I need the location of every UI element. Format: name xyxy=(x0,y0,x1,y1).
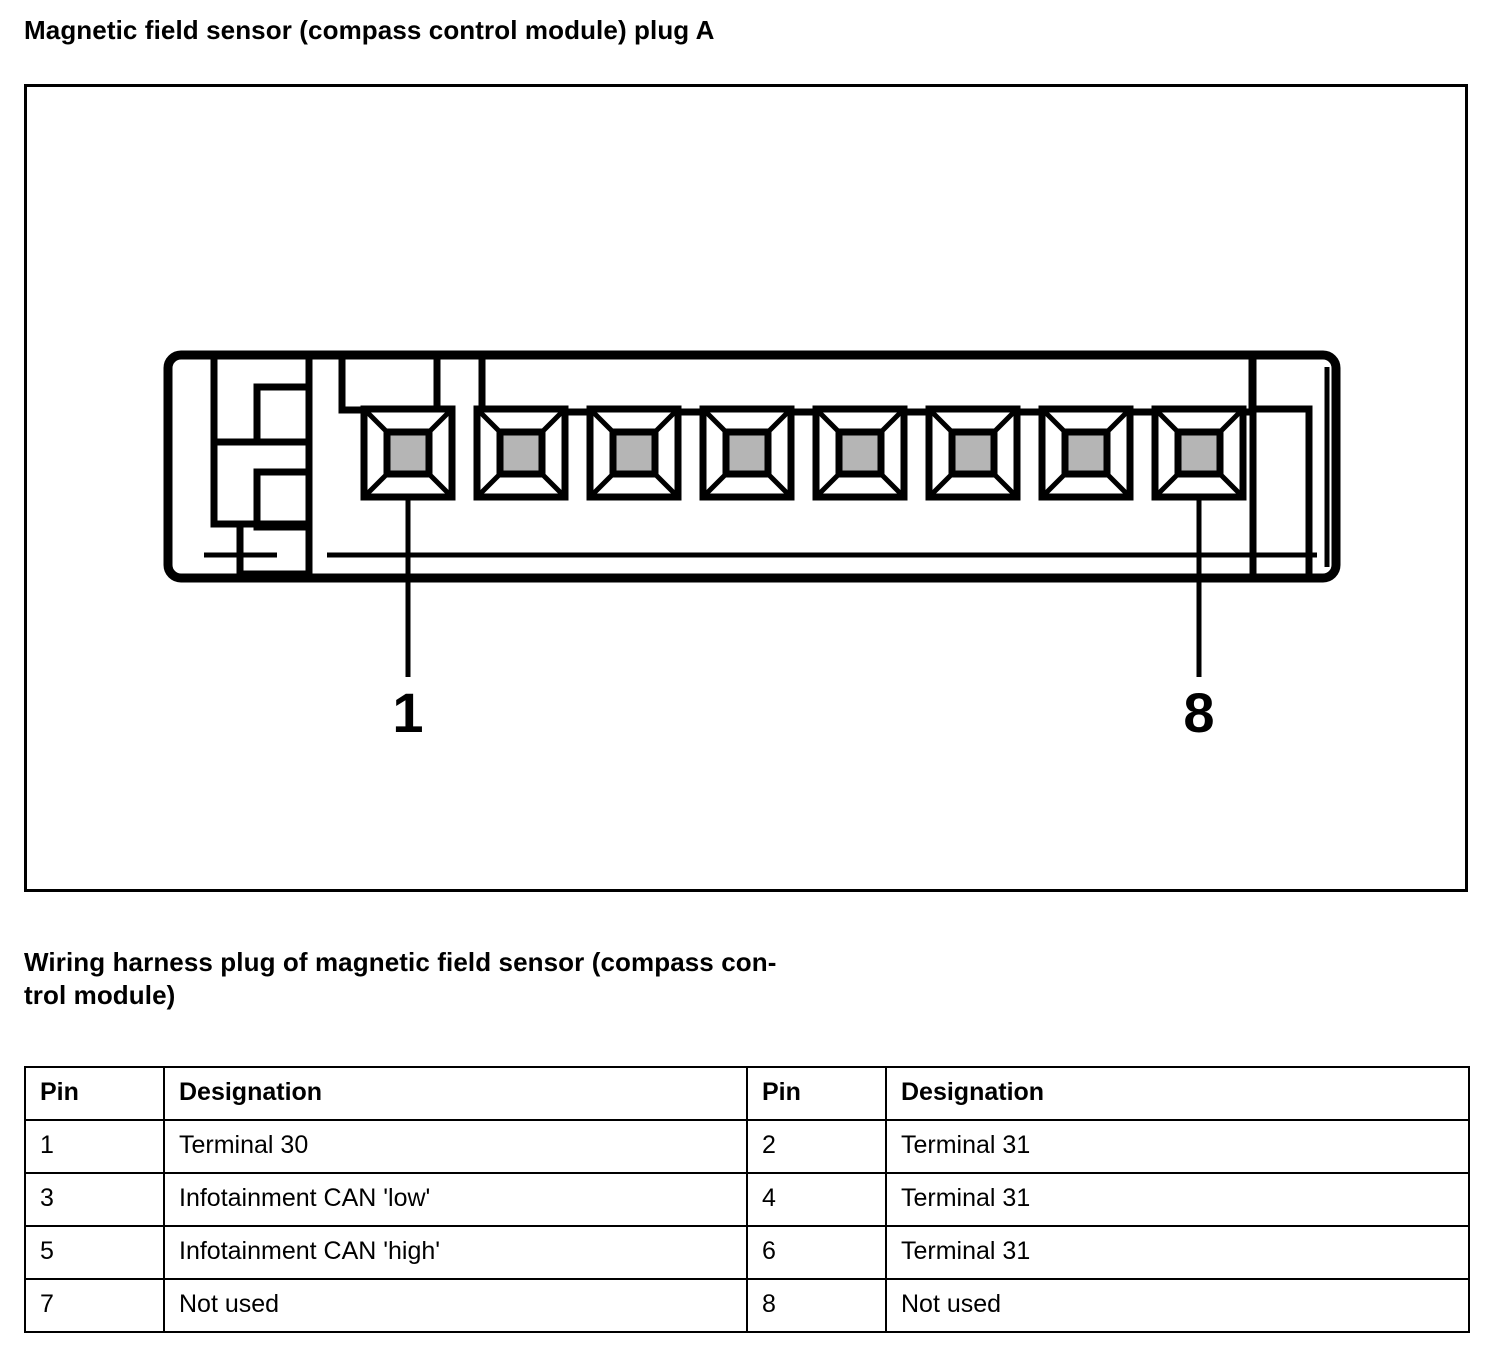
cell-pin-right: 2 xyxy=(746,1119,887,1174)
cell-designation-right: Terminal 31 xyxy=(885,1225,1470,1280)
table-row: 1 Terminal 30 2 Terminal 31 xyxy=(24,1119,1470,1174)
cell-pin-left: 7 xyxy=(24,1278,165,1333)
cell-designation-right: Terminal 31 xyxy=(885,1119,1470,1174)
cell-designation-right: Terminal 31 xyxy=(885,1172,1470,1227)
cell-designation-left: Terminal 30 xyxy=(163,1119,748,1174)
column-header-pin-right: Pin xyxy=(746,1066,887,1121)
cell-pin-left: 5 xyxy=(24,1225,165,1280)
callout-label-8: 8 xyxy=(1183,681,1214,744)
connector-left-latch-detail xyxy=(210,359,313,578)
cell-pin-left: 3 xyxy=(24,1172,165,1227)
figure-caption: Wiring harness plug of magnetic field se… xyxy=(24,946,924,1013)
figure-frame: 1 8 xyxy=(24,84,1468,892)
cell-designation-left: Infotainment CAN 'low' xyxy=(163,1172,748,1227)
callout-label-1: 1 xyxy=(392,681,423,744)
terminal-cavity-2 xyxy=(473,405,569,501)
figure-caption-line-1: Wiring harness plug of magnetic field se… xyxy=(24,947,777,977)
column-header-designation-left: Designation xyxy=(163,1066,748,1121)
cell-designation-right: Not used xyxy=(885,1278,1470,1333)
terminal-cavity-5 xyxy=(812,405,908,501)
cell-pin-right: 4 xyxy=(746,1172,887,1227)
terminal-cavity-7 xyxy=(1038,405,1134,501)
terminal-cavity-6 xyxy=(925,405,1021,501)
connector-right-slot xyxy=(1249,359,1330,583)
table-row: 5 Infotainment CAN 'high' 6 Terminal 31 xyxy=(24,1225,1470,1280)
page-title: Magnetic field sensor (compass control m… xyxy=(24,15,715,45)
cell-pin-left: 1 xyxy=(24,1119,165,1174)
terminal-cavity-3 xyxy=(586,405,682,501)
figure-caption-line-2: trol module) xyxy=(24,980,176,1011)
column-header-designation-right: Designation xyxy=(885,1066,1470,1121)
cell-pin-right: 8 xyxy=(746,1278,887,1333)
table-row: 7 Not used 8 Not used xyxy=(24,1278,1470,1333)
table-header-row: Pin Designation Pin Designation xyxy=(24,1066,1470,1121)
table-row: 3 Infotainment CAN 'low' 4 Terminal 31 xyxy=(24,1172,1470,1227)
terminal-cavity-1 xyxy=(360,405,456,501)
terminal-cavity-4 xyxy=(699,405,795,501)
cell-designation-left: Not used xyxy=(163,1278,748,1333)
terminal-cavity-8 xyxy=(1151,405,1247,501)
column-header-pin-left: Pin xyxy=(24,1066,165,1121)
callout-leader-lines xyxy=(405,499,1202,677)
connector-pinout-diagram: 1 8 xyxy=(163,350,1341,744)
pin-designation-table: Pin Designation Pin Designation 1 Termin… xyxy=(24,1066,1470,1333)
cell-pin-right: 6 xyxy=(746,1225,887,1280)
cell-designation-left: Infotainment CAN 'high' xyxy=(163,1225,748,1280)
